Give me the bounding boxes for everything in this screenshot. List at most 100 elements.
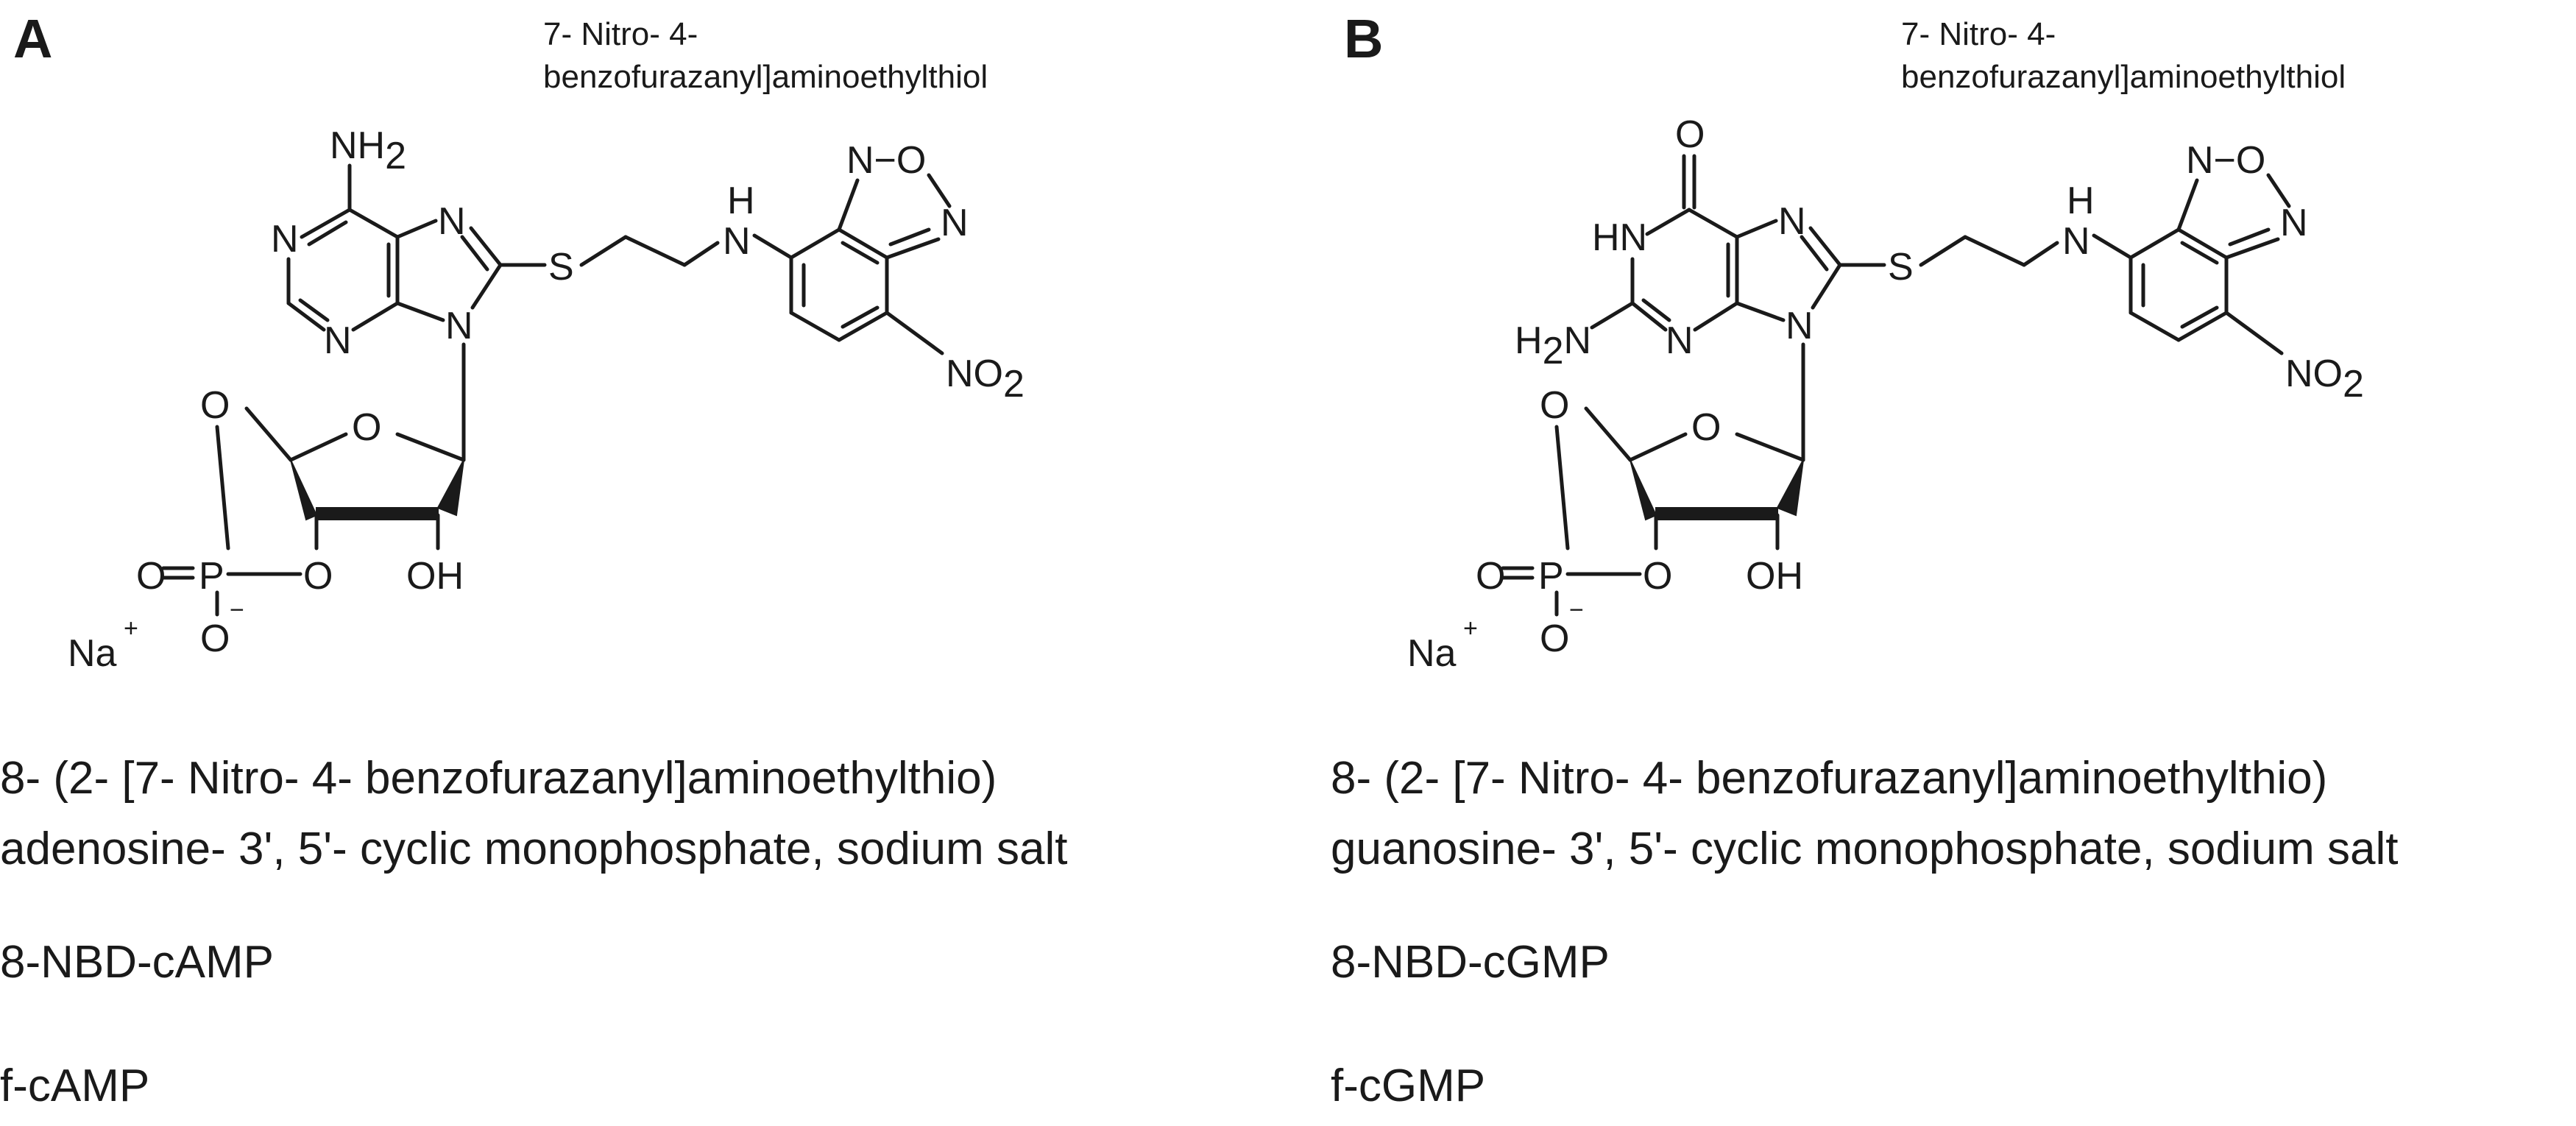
bond: [244, 406, 293, 462]
nbd-label-line1: 7- Nitro- 4-: [1901, 16, 2056, 52]
bond: [2180, 305, 2219, 329]
bond: [2176, 311, 2229, 342]
bond: [469, 226, 503, 267]
bond: [1687, 208, 1739, 239]
panel-letter: B: [1344, 8, 1384, 69]
charge-plus: +: [1463, 615, 1478, 642]
atom-n1: N: [271, 218, 299, 261]
charge-minus: −: [230, 596, 244, 624]
atom-h: H: [2067, 180, 2095, 222]
bond: [1584, 406, 1632, 462]
wedge-bond: [1776, 459, 1804, 517]
bond: [289, 432, 348, 462]
bond: [1590, 301, 1635, 330]
bond: [1735, 301, 1786, 322]
atom-oh: OH: [406, 555, 464, 598]
bold-bond: [316, 507, 439, 520]
bond: [2176, 227, 2229, 260]
bond: [1628, 432, 1688, 462]
abbreviation-1: 8-NBD-cAMP: [0, 937, 275, 988]
bond: [2129, 227, 2181, 260]
atom-o-double: O: [136, 555, 166, 598]
bond: [885, 311, 944, 355]
bond: [395, 432, 466, 462]
bond: [1554, 425, 1570, 550]
bond: [2092, 233, 2133, 260]
panel-b: B 7- Nitro- 4- benzofurazanyl]aminoethyl…: [1331, 0, 2576, 1126]
wedge-bond: [290, 459, 318, 521]
bond: [2022, 241, 2059, 267]
bond: [1735, 219, 1778, 239]
bond: [351, 301, 400, 332]
full-name-line2: adenosine- 3', 5'- cyclic monophosphate,…: [0, 824, 1068, 874]
full-name-line2: guanosine- 3', 5'- cyclic monophosphate,…: [1331, 824, 2399, 874]
bond: [298, 298, 330, 322]
atom-o6: O: [1675, 113, 1705, 156]
bond: [837, 227, 889, 260]
atom-n3: N: [1666, 319, 1694, 362]
atom-p: P: [199, 555, 224, 598]
atom-o5: O: [1540, 384, 1569, 427]
bond: [1811, 263, 1842, 310]
bond: [2266, 173, 2291, 208]
bond: [682, 241, 720, 267]
atom-p: P: [1538, 555, 1564, 598]
bond: [2224, 237, 2280, 260]
bond: [1963, 235, 2026, 267]
atom-furazan-n-o: N−O: [2186, 139, 2265, 182]
abbreviation-2: f-cGMP: [1331, 1061, 1486, 1111]
bond: [347, 208, 400, 239]
atom-h2n: H2N: [1515, 319, 1591, 372]
bond: [623, 235, 687, 267]
compound-full-name: 8- (2- [7- Nitro- 4- benzofurazanyl]amin…: [0, 743, 1067, 885]
bond: [1693, 301, 1739, 332]
atom-furazan-n: N: [941, 202, 969, 244]
compound-full-name: 8- (2- [7- Nitro- 4- benzofurazanyl]amin…: [1331, 743, 2398, 885]
bond: [215, 425, 230, 550]
atom-o3: O: [303, 555, 333, 598]
bond: [841, 241, 880, 265]
structure-8-nbd-cgmp: O HN N H2N N N S H N: [1407, 113, 2364, 675]
bond: [460, 235, 489, 272]
atom-furazan-n-o: N−O: [846, 139, 926, 182]
atom-o-minus: O: [200, 617, 230, 660]
bond: [307, 220, 348, 247]
atom-n9: N: [445, 305, 473, 347]
atom-hn1: HN: [1592, 216, 1647, 259]
atom-no2: NO2: [2285, 353, 2364, 406]
charge-minus: −: [1569, 596, 1584, 624]
full-name-line1: 8- (2- [7- Nitro- 4- benzofurazanyl]amin…: [1331, 753, 2328, 804]
bond: [789, 227, 841, 260]
bond: [2176, 178, 2199, 232]
bond: [1630, 301, 1668, 332]
bond: [579, 235, 628, 267]
bond: [300, 208, 352, 239]
atom-s: S: [548, 246, 574, 288]
panel-letter: A: [13, 8, 53, 69]
bond: [286, 301, 326, 332]
bond: [1645, 208, 1691, 236]
bond: [1919, 235, 1967, 267]
atom-n9: N: [1786, 305, 1814, 347]
bond: [841, 305, 880, 329]
full-name-line1: 8- (2- [7- Nitro- 4- benzofurazanyl]amin…: [0, 753, 997, 804]
atom-o3: O: [1643, 555, 1672, 598]
structure-8-nbd-camp: NH2 N N N N S H N: [68, 124, 1025, 675]
atom-nh2: NH2: [330, 124, 406, 177]
atom-h: H: [727, 180, 755, 222]
wedge-bond: [436, 459, 464, 517]
atom-o-double: O: [1476, 555, 1505, 598]
bond: [2129, 311, 2181, 342]
abbreviation-2: f-cAMP: [0, 1061, 150, 1111]
atom-ring-o: O: [352, 406, 381, 449]
atom-n3: N: [324, 319, 352, 362]
bond: [395, 219, 438, 239]
bond: [837, 311, 889, 342]
nbd-group-label: 7- Nitro- 4- benzofurazanyl]aminoethylth…: [543, 13, 988, 99]
atom-o-minus: O: [1540, 617, 1569, 660]
charge-plus: +: [124, 615, 138, 642]
nbd-label-line2: benzofurazanyl]aminoethylthiol: [543, 59, 988, 95]
nbd-label-line1: 7- Nitro- 4-: [543, 16, 698, 52]
bond: [1808, 226, 1842, 267]
atom-ring-o: O: [1691, 406, 1721, 449]
